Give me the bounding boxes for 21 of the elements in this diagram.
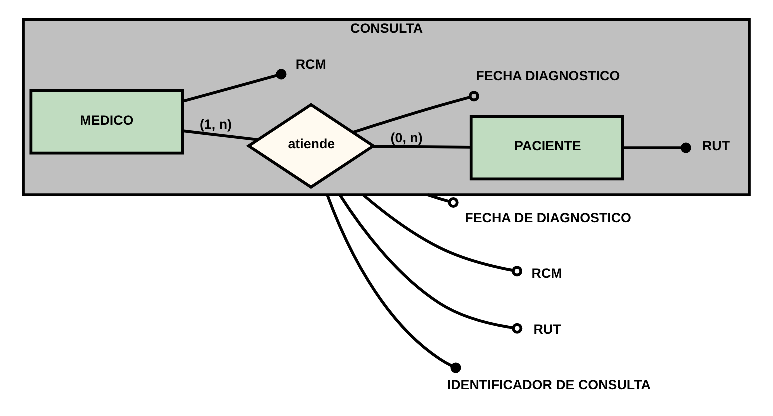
node-box: MEDICO <box>30 90 184 155</box>
connector <box>352 91 480 134</box>
node-diamond: atiende <box>246 103 376 190</box>
node-text: FECHA DE DIAGNOSTICO <box>465 210 632 226</box>
edge-label: (1, n) <box>200 117 232 132</box>
edge-label: (0, n) <box>390 130 423 146</box>
connector <box>182 69 287 103</box>
node-text: RCM <box>296 57 326 72</box>
node-text: RCM <box>532 266 562 282</box>
connector <box>427 194 459 208</box>
connector <box>362 194 523 277</box>
connector <box>326 194 462 374</box>
node-text: FECHA DIAGNOSTICO <box>476 68 620 84</box>
node-text: RUT <box>702 138 730 154</box>
connector <box>182 130 258 142</box>
node-text: RUT <box>534 322 562 337</box>
node-box: PACIENTE <box>470 115 624 181</box>
connector <box>338 194 523 334</box>
connector <box>373 145 471 149</box>
connector <box>622 142 692 154</box>
node-text: IDENTIFICADOR DE CONSULTA <box>447 377 651 392</box>
